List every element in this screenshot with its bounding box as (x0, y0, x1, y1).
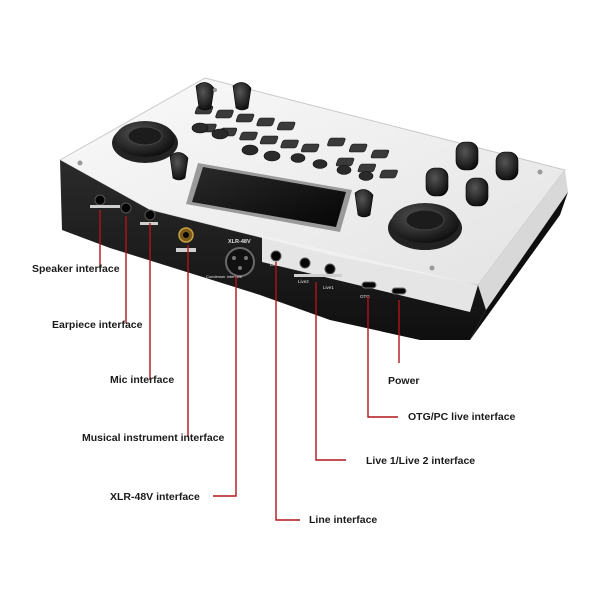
otg-panel-label: OTG (360, 294, 370, 299)
line-panel-label: Line (270, 262, 279, 267)
line-interface-callout: Line interface (309, 514, 378, 526)
power-callout: Power (388, 375, 420, 387)
device-right-rim (478, 170, 568, 310)
xlr-panel-label: XLR-48V (228, 239, 251, 245)
device-front-white-panel (262, 235, 478, 312)
left-jog-knob (112, 121, 178, 163)
round-buttons (191, 122, 374, 181)
lcd-screen (186, 163, 352, 232)
live1-panel-label: Live1 (323, 285, 334, 290)
front-jacks (94, 194, 407, 295)
fader-knobs (169, 82, 374, 218)
front-label-strips (90, 205, 342, 277)
speaker-interface-callout: Speaker interface (32, 263, 120, 275)
instrument-interface-callout: Musical instrument interface (82, 432, 225, 444)
otg-interface-callout: OTG/PC live interface (408, 411, 516, 423)
xlr-interface-callout: XLR-48V interface (110, 491, 200, 503)
live2-panel-label: Live2 (298, 279, 309, 284)
screws (77, 88, 543, 271)
mic-interface-callout: Mic interface (110, 374, 175, 386)
condenser-panel-label: Condenser Interface (206, 274, 243, 279)
device-right-side (470, 192, 568, 340)
earpiece-interface-callout: Earpiece interface (52, 319, 143, 331)
live-interface-callout: Live 1/Live 2 interface (366, 455, 476, 467)
right-jog-knob (388, 203, 462, 250)
rotary-knobs (425, 141, 519, 207)
